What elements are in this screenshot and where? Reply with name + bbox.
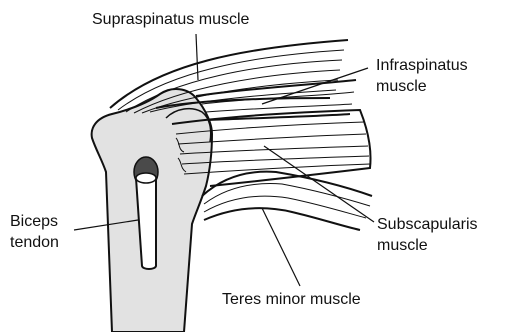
label-subscapularis-line1: Subscapularis [377, 215, 478, 234]
label-infraspinatus-line1: Infraspinatus [376, 56, 468, 75]
teres-minor-muscle [202, 172, 372, 230]
label-biceps-line1: Biceps [10, 212, 58, 231]
teres-minor-leader-line [262, 208, 300, 286]
label-subscapularis-line2: muscle [377, 236, 428, 255]
label-supraspinatus: Supraspinatus muscle [92, 10, 249, 29]
label-infraspinatus-line2: muscle [376, 77, 427, 96]
label-biceps-line2: tendon [10, 233, 59, 252]
label-teres-minor: Teres minor muscle [222, 290, 361, 309]
biceps-tendon-top [136, 173, 156, 183]
